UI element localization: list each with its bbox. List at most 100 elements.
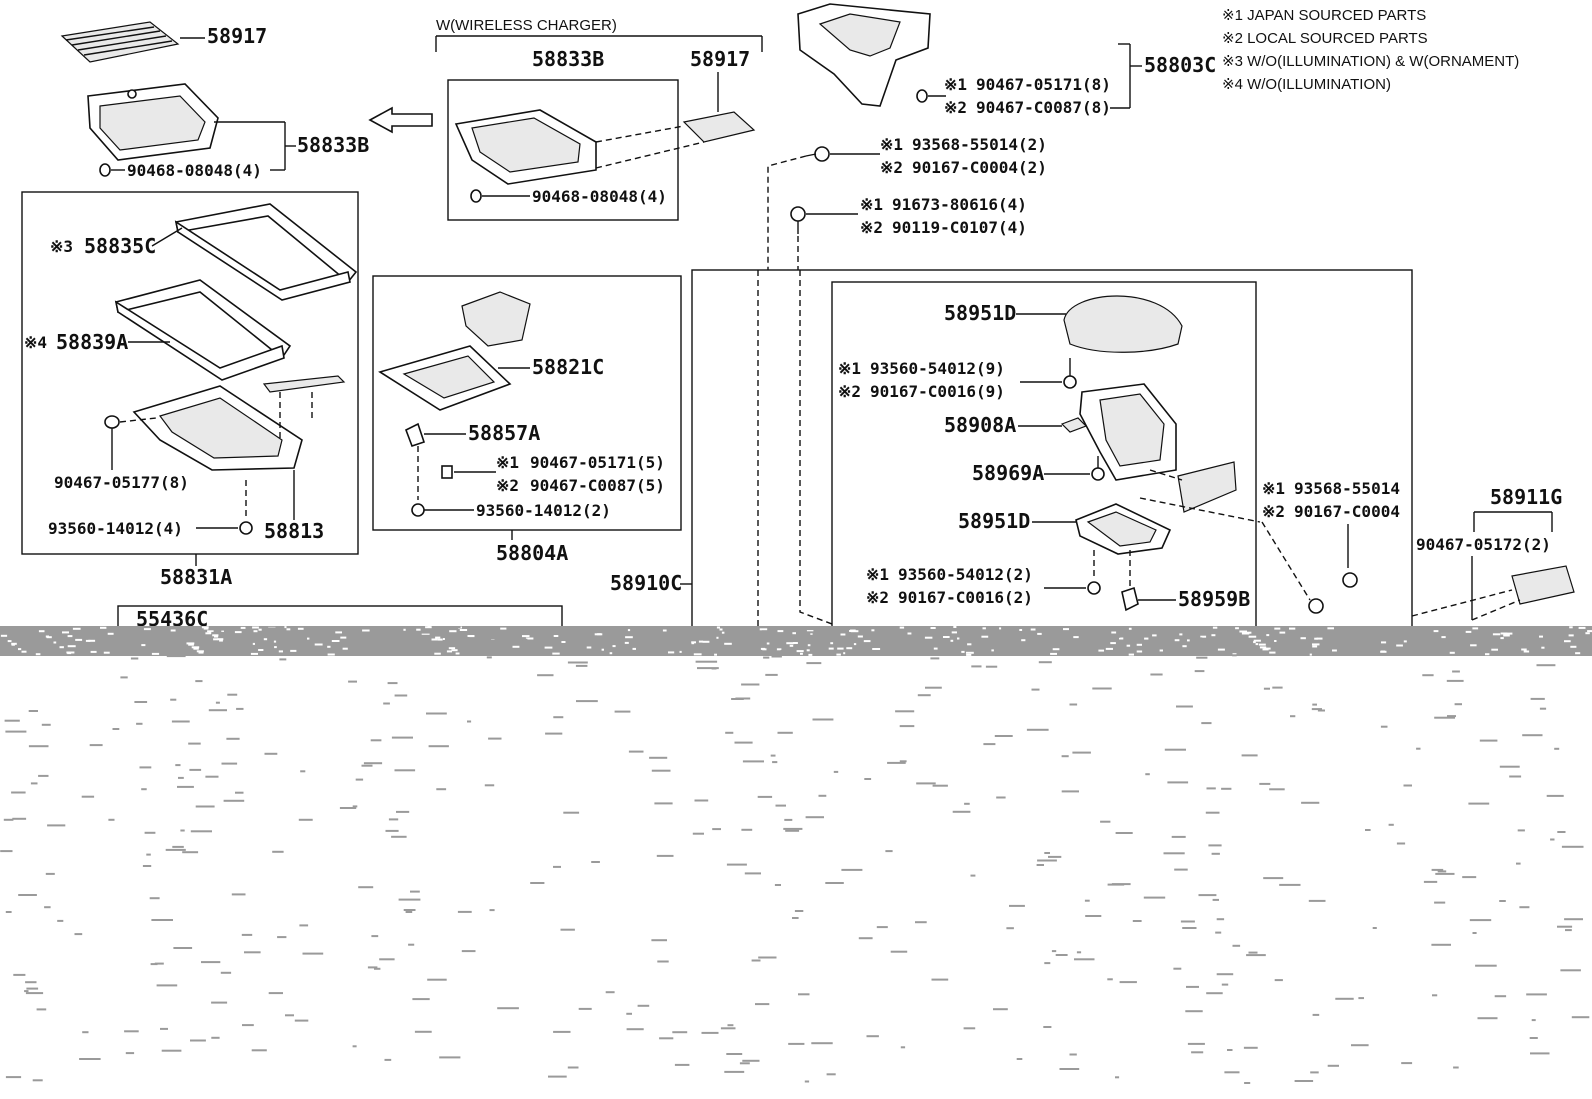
bezel-dash-lines <box>279 392 313 440</box>
noise-speck <box>171 720 190 723</box>
noise-speck <box>1092 687 1112 690</box>
noise-speck <box>1043 1026 1052 1028</box>
label-93560-bezel: 93560-14012(4) <box>48 519 183 538</box>
band-speck <box>698 640 704 643</box>
noise-speck <box>1186 985 1199 988</box>
band-speck <box>808 653 813 656</box>
noise-speck <box>674 1063 690 1066</box>
noise-speck <box>13 973 26 976</box>
noise-speck <box>1044 962 1051 965</box>
noise-speck <box>236 707 244 710</box>
noise-speck <box>651 769 671 772</box>
band-speck <box>207 630 214 633</box>
band-speck <box>1266 634 1270 637</box>
noise-speck <box>165 633 173 636</box>
band-speck <box>290 649 297 652</box>
label-90467-05171-top: 90467-05171(8) <box>976 75 1111 94</box>
noise-speck <box>292 652 301 655</box>
band-speck <box>273 640 277 643</box>
wc-inner-box <box>447 79 679 221</box>
noise-speck <box>1224 1071 1240 1074</box>
band-speck <box>100 626 107 629</box>
noise-speck <box>201 961 221 964</box>
band-speck <box>951 631 957 634</box>
noise-speck <box>1446 679 1464 682</box>
band-speck <box>1300 637 1306 640</box>
band-speck <box>331 640 340 642</box>
band-speck <box>1187 639 1190 642</box>
noise-speck <box>412 998 430 1001</box>
noise-speck <box>136 722 143 725</box>
mark-2-scr: ※2 <box>880 158 903 177</box>
noise-speck <box>915 921 927 924</box>
legend-wo-illumination: ※4 W/O(ILLUMINATION) <box>1222 76 1391 93</box>
band-speck <box>1403 640 1407 643</box>
band-speck <box>777 630 784 633</box>
noise-speck <box>1206 787 1216 790</box>
console-58803C-inner <box>818 13 901 57</box>
band-speck <box>850 630 859 633</box>
band-speck <box>943 636 950 638</box>
noise-speck <box>1171 835 1186 838</box>
band-speck <box>434 652 441 655</box>
noise-speck <box>231 893 246 896</box>
label-58835C: 58835C <box>84 234 156 258</box>
noise-speck <box>952 810 971 813</box>
noise-speck <box>1196 656 1208 659</box>
band-speck <box>789 644 794 647</box>
noise-speck <box>1145 773 1150 776</box>
band-speck <box>1433 630 1439 633</box>
noise-speck <box>765 673 778 676</box>
noise-speck <box>567 1066 579 1069</box>
console-top-58803C-group: ※1 90467-05171(8) ※2 90467-C0087(8) 5880… <box>797 3 1216 117</box>
noise-speck <box>348 680 357 683</box>
label-90468-wc: 90468-08048(4) <box>532 187 667 206</box>
noise-speck <box>983 743 996 746</box>
noise-speck <box>994 735 1013 737</box>
noise-speck <box>1468 802 1490 805</box>
bezel-box <box>21 191 359 555</box>
noise-speck <box>900 1046 906 1049</box>
bezel-clip-dash <box>119 417 157 423</box>
noise-speck <box>173 947 193 949</box>
noise-speck <box>774 884 781 886</box>
noise-speck <box>548 1075 567 1078</box>
band-speck <box>1144 637 1149 640</box>
band-speck <box>793 642 798 644</box>
noise-speck <box>190 1039 206 1042</box>
shift-boot-group-58804A: 58821C 58857A ※1 90467-05171(5) ※2 90467… <box>372 275 682 565</box>
band-speck <box>191 646 200 649</box>
noise-speck <box>1107 978 1113 981</box>
band-speck <box>668 651 675 654</box>
noise-speck <box>45 872 55 875</box>
band-speck <box>837 647 844 650</box>
noise-speck <box>613 629 621 632</box>
noise-speck <box>244 951 261 954</box>
band-speck <box>721 631 725 634</box>
noise-speck <box>930 657 940 660</box>
band-speck <box>999 627 1002 630</box>
right-screw-dash <box>1261 521 1311 601</box>
noise-speck <box>108 818 115 821</box>
noise-speck <box>1401 1062 1413 1065</box>
noise-speck <box>391 835 407 838</box>
noise-speck <box>1388 823 1394 826</box>
clip-90467-05177-icon <box>104 415 120 429</box>
noise-speck <box>242 1024 254 1027</box>
noise-speck <box>1246 954 1266 957</box>
noise-speck <box>1434 901 1446 904</box>
noise-speck <box>811 1042 833 1045</box>
noise-speck <box>741 683 760 686</box>
band-speck <box>7 640 12 643</box>
noise-speck <box>1479 739 1498 742</box>
noise-speck <box>302 952 324 955</box>
noise-speck <box>1227 1049 1233 1051</box>
band-speck <box>719 628 723 631</box>
noise-speck <box>761 630 769 633</box>
armrest-base-inner <box>1086 511 1157 547</box>
label-93568-55014: 93568-55014(2) <box>912 135 1047 154</box>
noise-speck <box>195 805 215 808</box>
noise-speck <box>553 865 561 868</box>
boot-box <box>372 275 682 531</box>
band-speck <box>107 632 114 635</box>
